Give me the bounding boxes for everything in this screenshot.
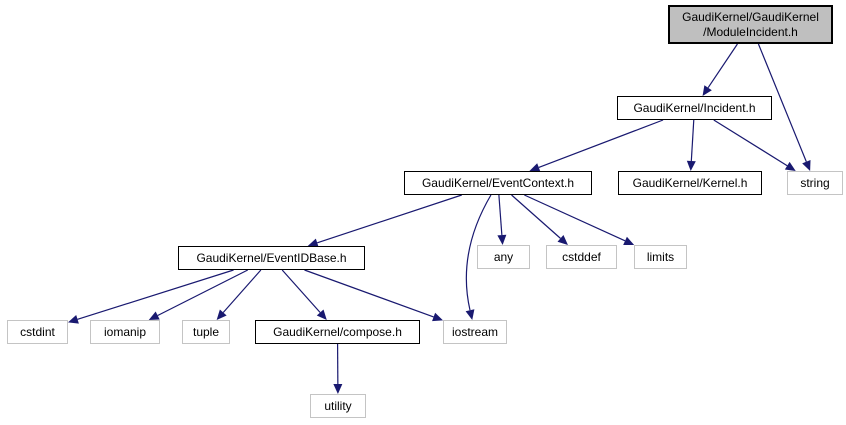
edge-eventidbase-tuple — [216, 269, 262, 320]
graph-node-iomanip: iomanip — [90, 320, 160, 344]
graph-node-cstddef: cstddef — [546, 245, 617, 269]
graph-node-any: any — [477, 245, 530, 269]
edge-eventidbase-compose — [281, 269, 327, 320]
edge-eventcontext-iostream — [465, 194, 492, 320]
graph-node-tuple: tuple — [182, 320, 230, 344]
edge-eventcontext-eventidbase — [307, 194, 462, 248]
edge-eventcontext-cstddef — [511, 194, 568, 245]
edge-moduleincident-incident — [702, 43, 738, 96]
edge-moduleincident-string — [757, 43, 811, 171]
graph-node-moduleincident: GaudiKernel/GaudiKernel /ModuleIncident.… — [668, 5, 833, 44]
graph-node-eventidbase[interactable]: GaudiKernel/EventIDBase.h — [178, 246, 365, 270]
graph-node-string: string — [787, 171, 843, 195]
edge-incident-eventcontext — [529, 119, 664, 172]
graph-node-utility: utility — [310, 394, 366, 418]
edge-compose-utility — [333, 343, 343, 394]
graph-node-iostream: iostream — [443, 320, 507, 344]
graph-node-compose[interactable]: GaudiKernel/compose.h — [255, 320, 420, 344]
graph-node-cstdint: cstdint — [7, 320, 68, 344]
edge-eventcontext-limits — [524, 194, 635, 245]
graph-node-incident[interactable]: GaudiKernel/Incident.h — [617, 96, 772, 120]
edge-eventidbase-iostream — [304, 269, 443, 322]
edge-eventcontext-any — [497, 194, 507, 245]
graph-node-eventcontext[interactable]: GaudiKernel/EventContext.h — [404, 171, 592, 195]
edge-eventidbase-iomanip — [148, 269, 249, 320]
graph-node-limits: limits — [634, 245, 687, 269]
edge-eventidbase-cstdint — [68, 269, 234, 324]
graph-node-kernel[interactable]: GaudiKernel/Kernel.h — [618, 171, 762, 195]
edge-incident-kernel — [686, 119, 696, 171]
edge-incident-string — [713, 119, 796, 171]
